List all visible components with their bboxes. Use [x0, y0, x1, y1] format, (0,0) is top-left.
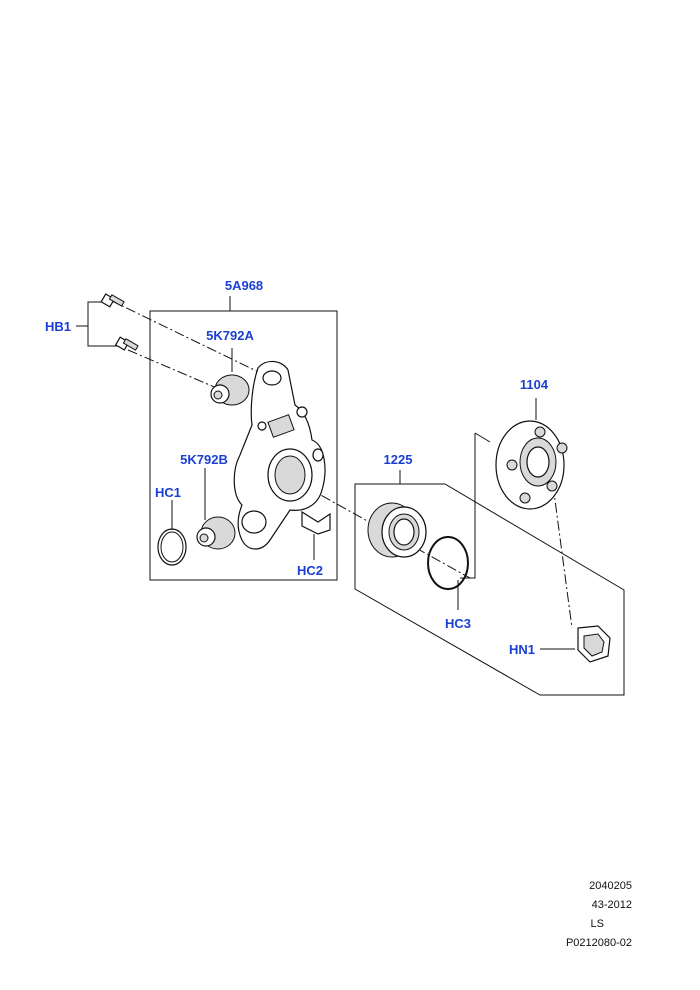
- clip-hc2: [301, 510, 331, 560]
- callout-hb1: HB1: [45, 319, 71, 334]
- footer-code-1: 2040205: [589, 880, 632, 892]
- callout-hc3: HC3: [445, 616, 471, 631]
- circlip-hc3: [427, 536, 469, 610]
- bolt-lower: [114, 336, 139, 351]
- centerline-bearing-axis: [289, 477, 471, 579]
- steering-knuckle: [233, 360, 326, 550]
- hb1-bracket: [87, 301, 122, 347]
- bushing-lower: [196, 468, 236, 550]
- centerline-nut: [552, 484, 573, 629]
- footer-code-3: LS: [590, 918, 604, 930]
- wheel-bearing: [367, 502, 427, 558]
- bushing-upper: [210, 348, 250, 406]
- callout-5k792b: 5K792B: [180, 452, 228, 467]
- footer-code-2: 43-2012: [591, 899, 632, 911]
- footer-code-4: P0212080-02: [565, 937, 632, 949]
- bearing-group-frame: [354, 483, 625, 696]
- centerline-bolt-lower: [127, 349, 241, 399]
- ring-hc1: [157, 500, 187, 566]
- hub-frame-top: [474, 432, 491, 443]
- callout-hn1: HN1: [509, 642, 535, 657]
- callout-5a968: 5A968: [225, 278, 263, 293]
- hub-nut: [540, 625, 611, 663]
- callout-hc1: HC1: [155, 485, 181, 500]
- centerline-bolt-upper: [109, 299, 276, 381]
- callout-1225: 1225: [384, 452, 413, 467]
- callout-5k792a: 5K792A: [206, 328, 254, 343]
- callout-1104: 1104: [520, 377, 549, 392]
- wheel-hub: [495, 398, 568, 510]
- callout-hc2: HC2: [297, 563, 323, 578]
- bolt-upper: [100, 293, 125, 308]
- knuckle-group-frame: [149, 296, 338, 581]
